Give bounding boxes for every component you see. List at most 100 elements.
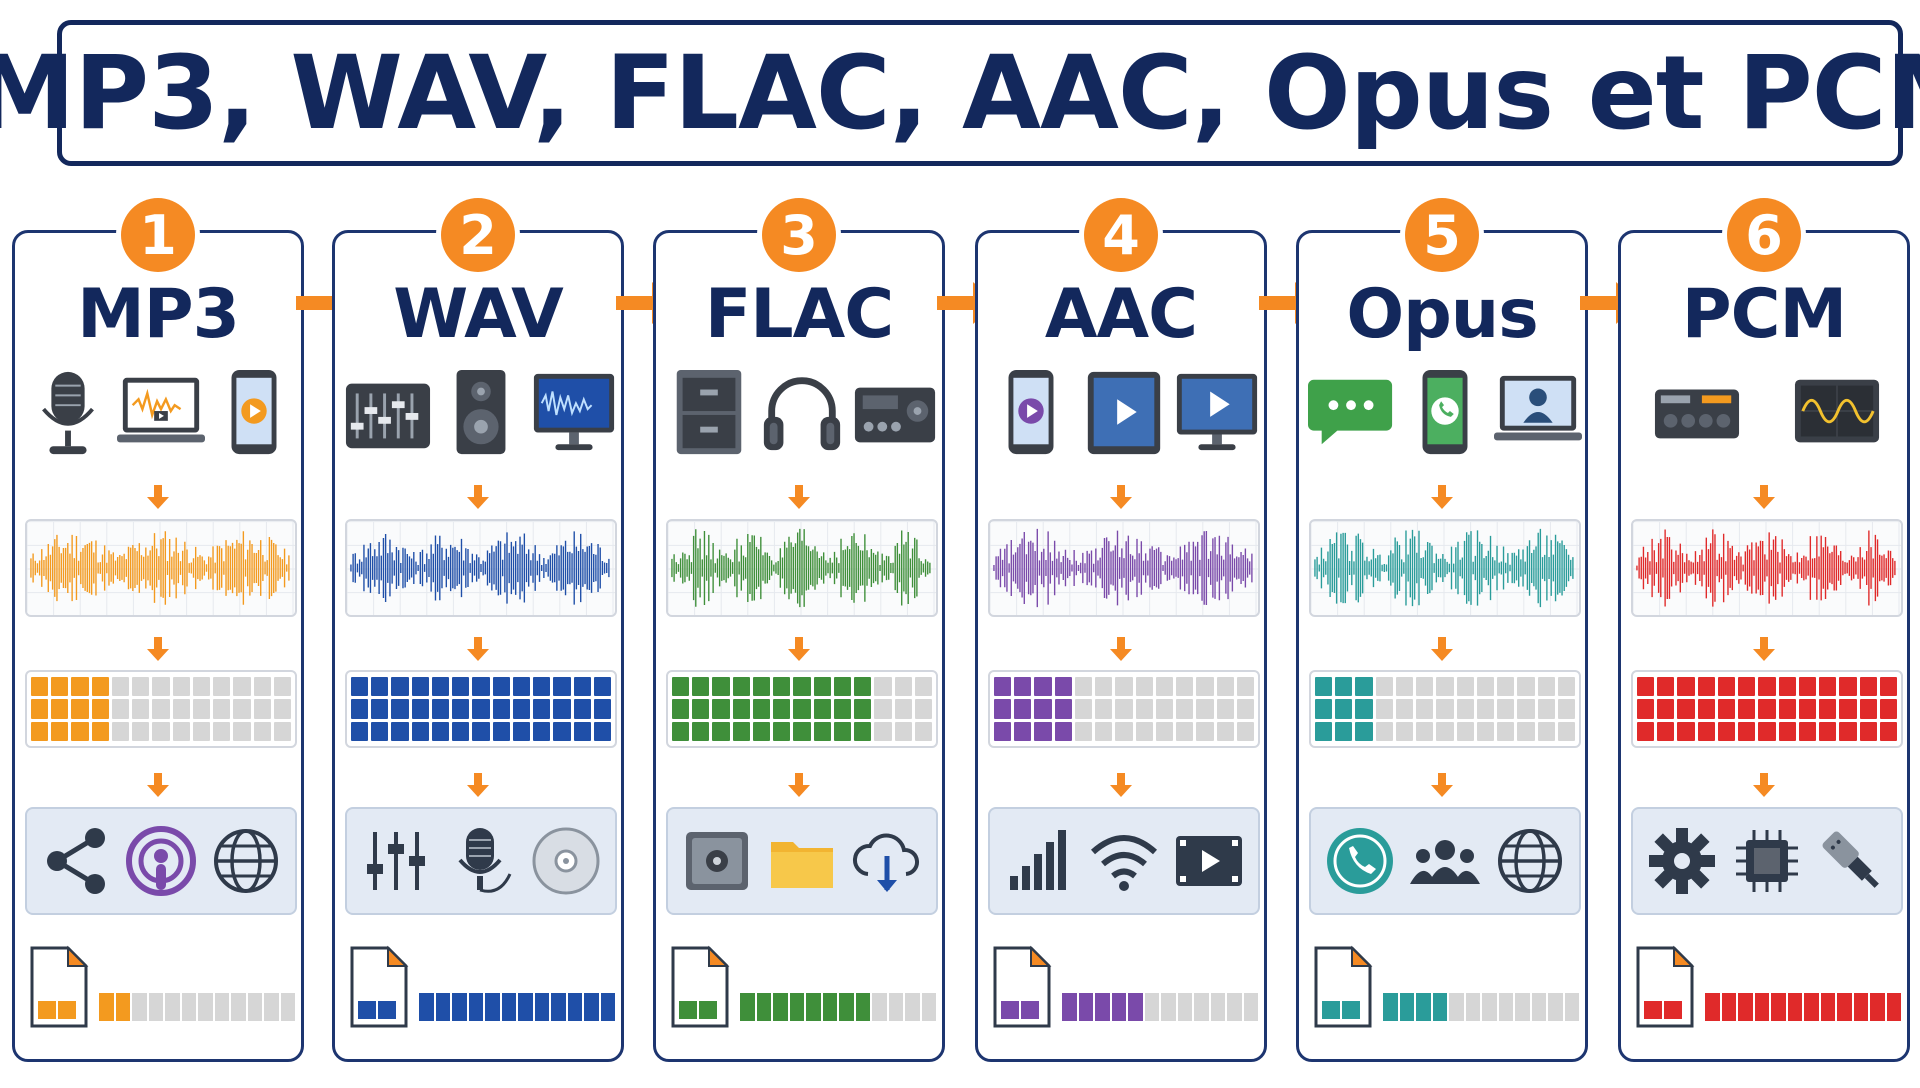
step-number-badge: 5: [1405, 198, 1479, 272]
format-name: FLAC: [704, 275, 894, 354]
bitrate-cell: [533, 721, 551, 741]
size-segment: [452, 993, 467, 1021]
format-name: PCM: [1681, 275, 1847, 354]
bitrate-cell: [1517, 677, 1535, 697]
size-segment: [1754, 993, 1769, 1021]
file-icon: [1314, 945, 1373, 1028]
bitrate-cell: [752, 677, 771, 697]
bitrate-grid: [25, 670, 297, 748]
bitrate-cell: [213, 677, 231, 697]
device-icons: [341, 358, 621, 468]
bitrate-cell: [1135, 721, 1153, 741]
size-segment: [1837, 993, 1852, 1021]
safe-icon: [680, 824, 754, 898]
bitrate-cell: [1355, 721, 1373, 741]
share-icon: [39, 824, 113, 898]
bitrate-cell: [1778, 699, 1796, 719]
down-arrow: [1753, 485, 1775, 509]
bitrate-cell: [91, 677, 109, 697]
cd-icon: [529, 824, 603, 898]
bitrate-grid: [1631, 670, 1903, 748]
bitrate-cell: [391, 721, 409, 741]
size-segment: [1243, 993, 1258, 1021]
bitrate-cell: [1537, 721, 1555, 741]
down-arrow: [147, 773, 169, 797]
bitrate-cell: [533, 677, 551, 697]
bitrate-cell: [1155, 699, 1174, 719]
size-segment: [115, 993, 130, 1021]
size-segment: [1771, 993, 1786, 1021]
folder-icon: [765, 824, 839, 898]
bitrate-cell: [1657, 721, 1675, 741]
bitrate-cell: [132, 721, 150, 741]
bitrate-cell: [732, 721, 750, 741]
bitrate-cell: [1155, 677, 1174, 697]
bitrate-cell: [1537, 699, 1555, 719]
bitrate-cell: [1216, 721, 1234, 741]
bitrate-cell: [253, 677, 271, 697]
bitrate-cell: [1074, 677, 1093, 697]
file-icon: [350, 945, 409, 1028]
device-icons: [21, 358, 301, 468]
cloud-download-icon: [850, 824, 924, 898]
bitrate-cell: [1416, 677, 1434, 697]
bitrate-cell: [793, 699, 811, 719]
bitrate-cell: [1436, 721, 1454, 741]
bitrate-cell: [1456, 721, 1474, 741]
bitrate-cell: [1395, 699, 1414, 719]
step-number-badge: 1: [121, 198, 195, 272]
bitrate-cell: [1034, 699, 1052, 719]
bitrate-cell: [391, 677, 409, 697]
bitrate-cell: [512, 677, 531, 697]
smartphone-icon: [1008, 369, 1054, 455]
globe-icon: [209, 824, 283, 898]
bitrate-cell: [553, 677, 571, 697]
bitrate-cell: [573, 699, 591, 719]
bitrate-cell: [31, 699, 49, 719]
podcast-icon: [124, 824, 198, 898]
bitrate-cell: [874, 677, 892, 697]
bitrate-cell: [172, 677, 190, 697]
down-arrow: [1753, 773, 1775, 797]
bitrate-cell: [773, 699, 791, 719]
bitrate-cell: [874, 721, 892, 741]
bitrate-cell: [1074, 699, 1093, 719]
microphone-icon: [41, 371, 94, 455]
bitrate-cell: [732, 699, 750, 719]
waveform: [988, 519, 1260, 617]
bitrate-cell: [1155, 721, 1174, 741]
bitrate-cell: [431, 699, 450, 719]
size-segment: [247, 993, 262, 1021]
bitrate-cell: [773, 721, 791, 741]
bitrate-cell: [111, 699, 130, 719]
bitrate-cell: [1859, 699, 1877, 719]
bitrate-cell: [672, 699, 690, 719]
bitrate-cell: [1095, 721, 1113, 741]
bitrate-cell: [1176, 699, 1194, 719]
bitrate-cell: [253, 699, 271, 719]
use-case-icons: [345, 807, 617, 915]
bitrate-cell: [1497, 699, 1515, 719]
bitrate-cell: [351, 699, 369, 719]
bitrate-cell: [773, 677, 791, 697]
step-number-badge: 6: [1727, 198, 1801, 272]
bitrate-cell: [51, 721, 69, 741]
bitrate-cell: [1196, 677, 1214, 697]
bitrate-cell: [411, 699, 429, 719]
bitrate-cell: [1637, 677, 1655, 697]
bitrate-cell: [1395, 721, 1414, 741]
bitrate-cell: [1375, 699, 1393, 719]
device-icons: [662, 358, 942, 468]
bitrate-cell: [1014, 699, 1032, 719]
file-icon: [30, 945, 89, 1028]
equalizer-icon: [359, 824, 433, 898]
bitrate-cell: [273, 677, 291, 697]
device-icons: [1627, 358, 1907, 468]
file-size-bar: [1705, 993, 1901, 1021]
size-segment: [872, 993, 887, 1021]
size-segment: [1210, 993, 1225, 1021]
bitrate-cell: [1034, 721, 1052, 741]
bitrate-cell: [1196, 721, 1214, 741]
step-number-badge: 3: [762, 198, 836, 272]
